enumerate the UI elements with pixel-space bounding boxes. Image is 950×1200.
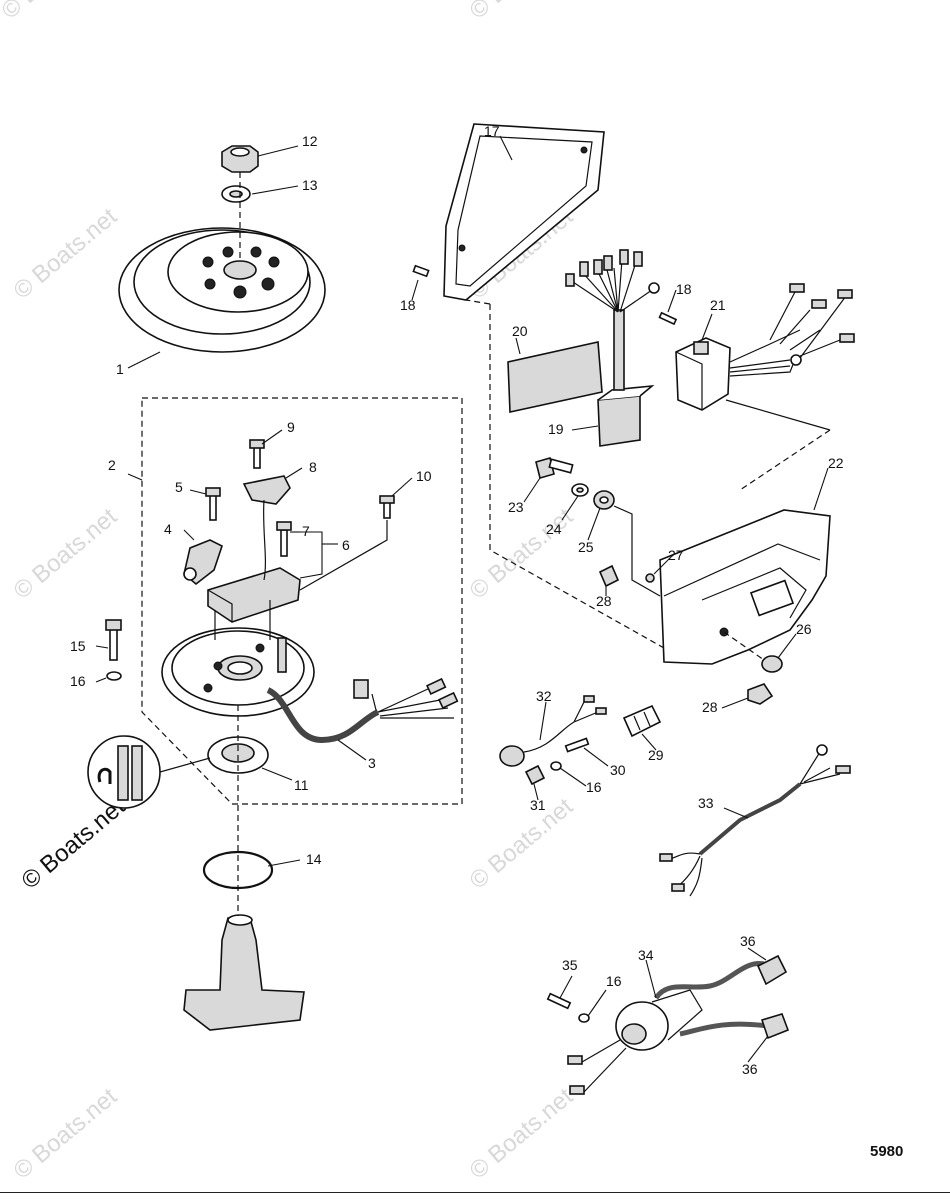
callout-18-left: 18	[400, 297, 416, 313]
callout-28-upper: 28	[596, 593, 612, 609]
callout-31: 31	[530, 797, 546, 813]
sensor-harness-32	[499, 695, 607, 767]
callout-7: 7	[302, 523, 310, 539]
coil-21	[675, 283, 855, 411]
callout-27: 27	[668, 547, 684, 563]
crankshaft-end	[183, 914, 305, 1031]
watermark: © Boats.net	[465, 1083, 579, 1185]
ignition-coil-34	[567, 961, 769, 1095]
callout-20: 20	[512, 323, 528, 339]
grommet-28b	[747, 683, 774, 705]
callout-26: 26	[796, 621, 812, 637]
boot-36b	[760, 1013, 790, 1040]
harness-3	[266, 687, 380, 744]
callout-17: 17	[484, 123, 500, 139]
seal-detail-inset	[87, 735, 211, 809]
flywheel-group	[118, 145, 326, 353]
callout-9: 9	[287, 419, 295, 435]
callout-34: 34	[638, 947, 654, 963]
grommet-28a	[598, 564, 620, 588]
screw-18b	[658, 311, 678, 326]
callout-labels: 1 2 3 4 5 6 7 8 9 10 11 12 13 14 15 16 1…	[70, 123, 844, 1077]
callout-2: 2	[108, 457, 116, 473]
watermark: © Boats.net	[465, 0, 579, 25]
callout-22: 22	[828, 455, 844, 471]
screw-30	[564, 737, 590, 753]
flywheel-center	[223, 260, 257, 280]
trigger-module-group	[207, 567, 301, 640]
bushing-26	[761, 655, 783, 673]
screw-35	[546, 992, 572, 1010]
bottom-rule	[0, 1192, 950, 1200]
screw-5	[209, 493, 217, 521]
boot-36a	[756, 954, 788, 986]
callout-10: 10	[416, 468, 432, 484]
callout-16-stator: 16	[70, 673, 86, 689]
switch-box-19	[565, 249, 660, 447]
callout-11: 11	[294, 777, 309, 793]
callout-19: 19	[548, 421, 564, 437]
sensor-8	[242, 475, 291, 505]
flywheel-holes	[202, 246, 280, 299]
trigger-module-6	[207, 567, 301, 623]
bolt-15	[109, 627, 118, 661]
callout-3: 3	[368, 755, 376, 771]
screw-18a	[412, 264, 430, 278]
callout-35: 35	[562, 957, 578, 973]
figure-number: 5980	[870, 1143, 903, 1160]
callout-16-clamp: 16	[586, 779, 602, 795]
callout-4: 4	[164, 521, 172, 537]
watermark-dark: © Boats.net	[17, 793, 131, 895]
callout-8: 8	[309, 459, 317, 475]
callout-29: 29	[648, 747, 664, 763]
callout-36-lower: 36	[742, 1061, 758, 1077]
callout-30: 30	[610, 762, 626, 778]
watermark: © Boats.net	[465, 503, 579, 605]
watermark: © Boats.net	[0, 0, 110, 25]
watermark: © Boats.net	[9, 203, 123, 305]
callout-23: 23	[508, 499, 524, 515]
screw-7	[280, 529, 288, 557]
decal-20	[507, 341, 603, 413]
part-27	[645, 573, 655, 583]
stator-kit-boundary	[141, 397, 463, 805]
callout-36-upper: 36	[740, 933, 756, 949]
harness-33	[659, 744, 851, 897]
watermark: © Boats.net	[465, 793, 579, 895]
washer-16b	[550, 761, 562, 771]
watermark: © Boats.net	[9, 1083, 123, 1185]
callout-33: 33	[698, 795, 714, 811]
callout-25: 25	[578, 539, 594, 555]
callout-16-coil: 16	[606, 973, 622, 989]
callout-21: 21	[710, 297, 726, 313]
leader-lines	[95, 135, 829, 1063]
callout-24: 24	[546, 521, 562, 537]
callout-32: 32	[536, 688, 552, 704]
bracket-22	[659, 509, 831, 665]
callout-5: 5	[175, 479, 183, 495]
callout-6: 6	[342, 537, 350, 553]
screw-9	[253, 445, 261, 469]
callout-28-lower: 28	[702, 699, 718, 715]
clamp-31	[524, 764, 546, 786]
washer-16c	[578, 1013, 590, 1023]
callout-12: 12	[302, 133, 318, 149]
callout-15: 15	[70, 638, 86, 654]
stator-plate-group	[161, 627, 315, 717]
callout-1: 1	[116, 361, 124, 377]
callout-18-right: 18	[676, 281, 692, 297]
watermark: © Boats.net	[9, 503, 123, 605]
washer-16	[106, 671, 122, 681]
callout-14: 14	[306, 851, 322, 867]
sleeve-29	[622, 704, 662, 738]
callout-13: 13	[302, 177, 318, 193]
screw-10	[383, 501, 391, 519]
hardware-23	[535, 457, 574, 479]
